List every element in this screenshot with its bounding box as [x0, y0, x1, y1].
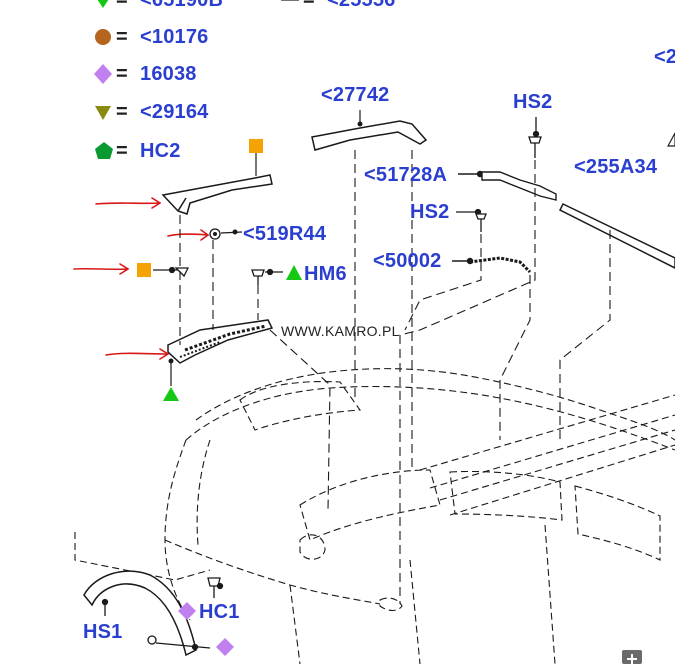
red-arrow-2: [167, 229, 210, 241]
zoom-plus-icon: [622, 650, 642, 664]
a-pillar-lower-trim: [167, 319, 274, 364]
hollow-triangle-edge-icon: [666, 132, 675, 147]
seal-50002: [452, 256, 532, 274]
legend-text-25556: <25556: [327, 0, 396, 11]
legend-eq-2: =: [303, 0, 315, 11]
legend-eq-5: =: [116, 101, 128, 123]
clip-bottom: [147, 635, 211, 651]
callout-519r44: <519R44: [243, 223, 327, 245]
purple-diamond-hc1-icon: [178, 602, 196, 620]
bracket-51728a: [458, 170, 557, 201]
bolt-hm6: [251, 268, 283, 285]
vehicle-outline: [74, 368, 675, 664]
callout-50002: <50002: [373, 250, 442, 272]
callout-edge-partial: <2: [654, 46, 675, 68]
legend-text-16038: 16038: [140, 63, 197, 85]
legend-text-29164: <29164: [140, 101, 209, 123]
clip-519r44: [209, 228, 243, 240]
callout-27742: <27742: [321, 84, 390, 106]
clip-left: [153, 266, 190, 278]
legend-eq-3: =: [116, 26, 128, 48]
roof-rail-255a34: [558, 203, 675, 269]
legend-eq-1: =: [116, 0, 128, 11]
orange-square-left-icon: [137, 263, 151, 277]
a-pillar-upper-trim: [161, 174, 273, 215]
orange-square-icon: [249, 139, 263, 153]
legend-green-pentagon-icon: [95, 142, 113, 159]
watermark: WWW.KAMRO.PL: [281, 323, 400, 339]
callout-hs2-mid: HS2: [410, 201, 450, 223]
legend-brown-circle-icon: [95, 29, 111, 45]
legend-text-65190b: <65190B: [140, 0, 224, 11]
wheel-arch-molding: [83, 570, 197, 657]
red-arrow-4: [105, 348, 170, 360]
roof-trim-27742: [311, 120, 428, 151]
callout-51728a: <51728A: [364, 164, 448, 186]
callout-255a34: <255A34: [574, 156, 658, 178]
screw-hs2-mid: [456, 208, 487, 232]
legend-olive-triangle-icon: [95, 106, 111, 120]
red-annotation-arrows: [73, 197, 210, 360]
callout-hm6: HM6: [304, 263, 347, 285]
legend-text-hc2: HC2: [140, 140, 181, 162]
purple-diamond-bottom-icon: [216, 638, 234, 656]
screw-hs1: [101, 598, 109, 616]
screw-hs2-top: [528, 117, 542, 158]
callout-hs1: HS1: [83, 621, 123, 643]
green-triangle-hm6-icon: [286, 265, 302, 280]
legend-text-10176: <10176: [140, 26, 209, 48]
red-arrow-3: [73, 263, 130, 275]
callout-hs2-top: HS2: [513, 91, 553, 113]
legend-eq-6: =: [116, 140, 128, 162]
green-triangle-bottom-icon: [163, 387, 179, 401]
legend-eq-4: =: [116, 63, 128, 85]
legend-green-triangle-icon: [97, 0, 109, 8]
legend-purple-diamond-icon: [94, 64, 112, 84]
red-arrow-1: [95, 197, 162, 209]
leader-lines: [179, 150, 611, 604]
clip-hc1: [207, 577, 224, 598]
callout-hc1: HC1: [199, 601, 240, 623]
